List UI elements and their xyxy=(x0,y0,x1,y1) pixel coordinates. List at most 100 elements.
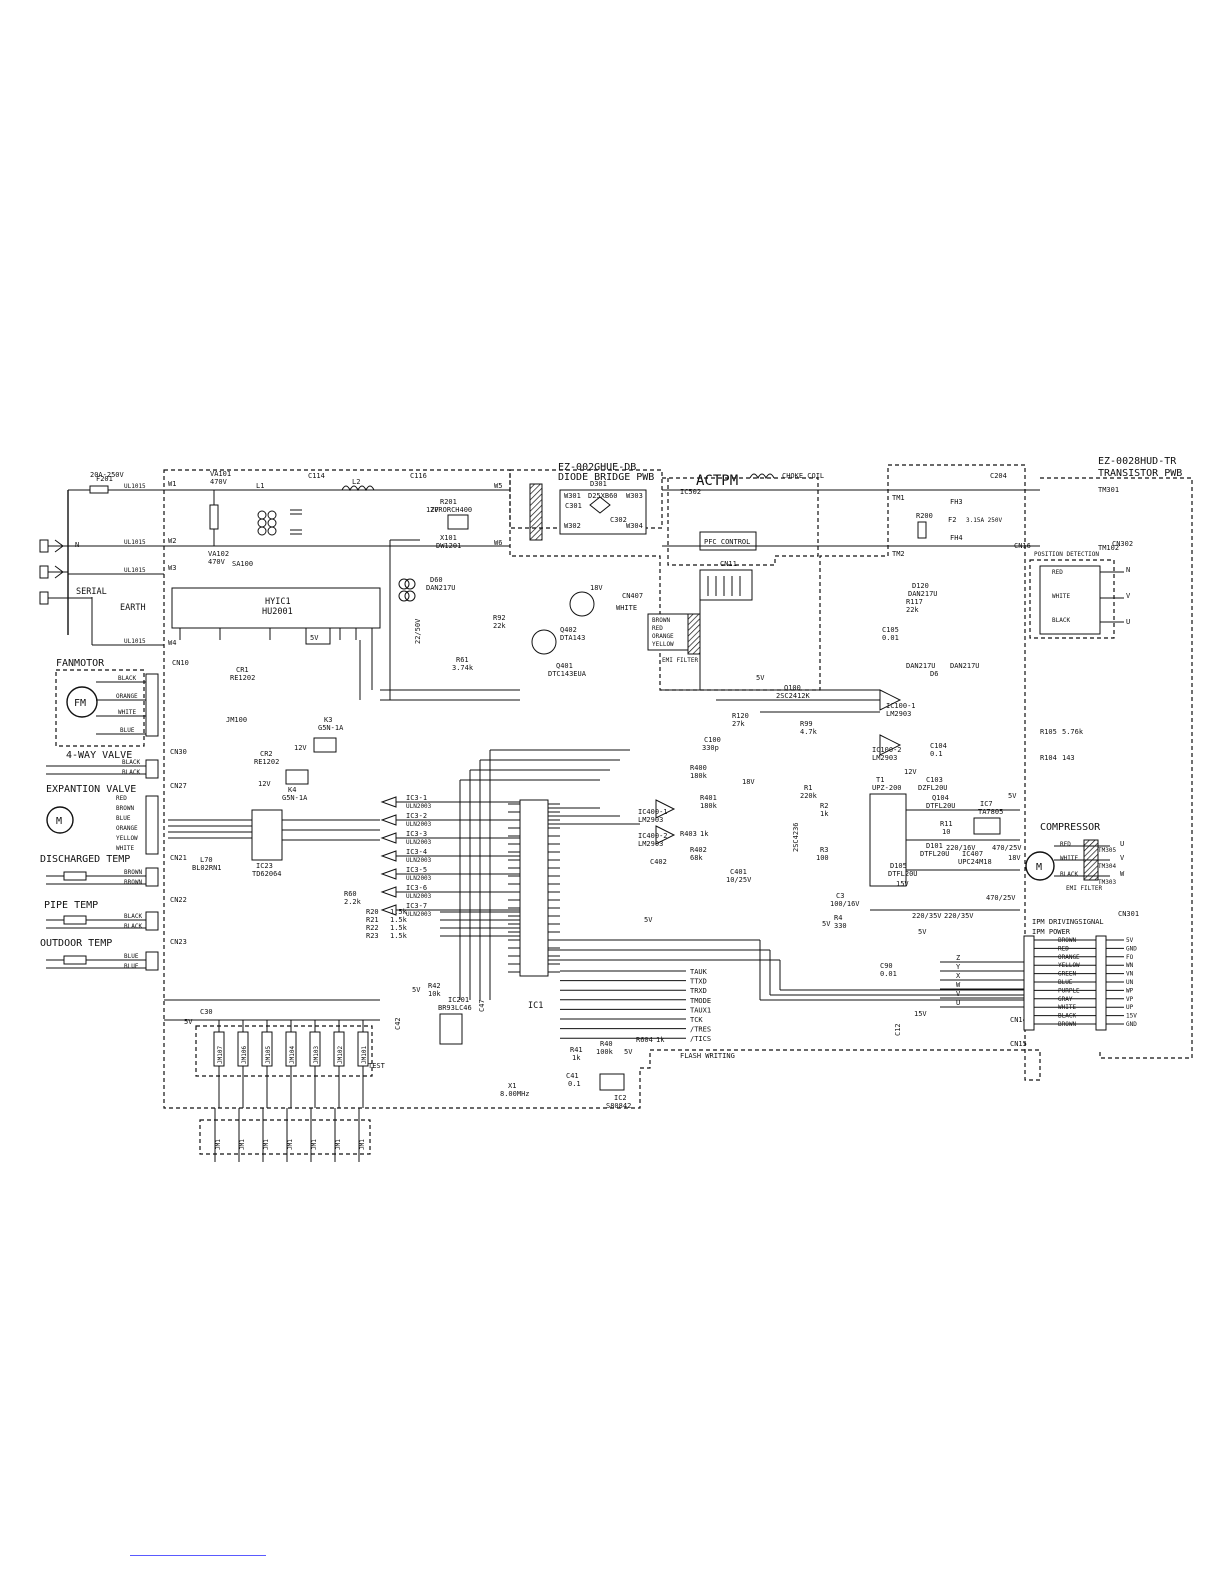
power-supply: T1 UPZ-200 R1 220k R2 1k R3 100 C3 100/1… xyxy=(792,768,1022,930)
ic23-label: IC23 xyxy=(256,862,273,870)
page-footer-link-underline[interactable] xyxy=(130,1555,266,1556)
w5-label: W5 xyxy=(494,482,502,490)
c42-label: C42 xyxy=(394,1017,402,1030)
l1-label: L1 xyxy=(256,482,264,490)
ic400-18v: 18V xyxy=(742,778,755,786)
r117-value: 22k xyxy=(906,606,919,614)
w4-label: W4 xyxy=(168,639,176,647)
comp-wire-2: BLACK xyxy=(1060,871,1078,878)
va102-value: 470V xyxy=(208,558,226,566)
exp-wire-5: WHITE xyxy=(116,845,134,852)
bottom-jumper-6: JM1 xyxy=(359,1139,366,1150)
r403-value: 1k xyxy=(700,830,709,838)
r120-label: R120 xyxy=(732,712,749,720)
c90-label: C90 xyxy=(880,962,893,970)
c6-value: 220/16V xyxy=(946,844,976,852)
ic3-part-2: ULN2003 xyxy=(406,839,432,846)
cn14-pin-5: U xyxy=(956,999,960,1007)
ic3-label-3: IC3-4 xyxy=(406,848,427,856)
dis-wire-0: BROWN xyxy=(124,869,142,876)
ic201-5v: 5V xyxy=(412,986,421,994)
c105-value: 0.01 xyxy=(882,634,899,642)
c104-value: 0.1 xyxy=(930,750,943,758)
d301-value: D25XB60 xyxy=(588,492,618,500)
hyic1-block: HYIC1 HU2001 5V xyxy=(171,587,381,645)
bottom-jumper-5: JM1 xyxy=(335,1139,342,1150)
k4-value: G5N-1A xyxy=(282,794,308,802)
r20-value: 1.5k xyxy=(390,908,408,916)
flash-signal-6: /TRES xyxy=(690,1026,711,1034)
cn301-pin-2: FO xyxy=(1126,954,1134,961)
f2-value: 3.15A 250V xyxy=(966,517,1003,524)
v12-top: 12V xyxy=(426,506,439,514)
compressor-m: M xyxy=(1036,862,1042,873)
r61-label: R61 xyxy=(456,656,469,664)
exp-wire-1: BROWN xyxy=(116,805,134,812)
ic400-2-label: IC400-2 xyxy=(638,832,668,840)
ipm-power-label: IPM POWER xyxy=(1032,928,1071,936)
w1-ul-label: UL1015 xyxy=(124,483,146,490)
cn407-label: CN407 xyxy=(622,592,643,600)
r42-label: R42 xyxy=(428,982,441,990)
fan-wire-3: BLUE xyxy=(120,727,135,734)
k4-label: K4 xyxy=(288,786,296,794)
transistor-title-2: TRANSISTOR PWB xyxy=(1098,468,1182,479)
k3-label: K3 xyxy=(324,716,332,724)
d101-label: D101 xyxy=(926,842,943,850)
exp-wire-2: BLUE xyxy=(116,815,131,822)
x1-value: 8.00MHz xyxy=(500,1090,530,1098)
diode-bridge-title-1: EZ-002GHUE-DB xyxy=(558,462,636,473)
bottom-jumper-1: JM1 xyxy=(239,1139,246,1150)
k4-12v: 12V xyxy=(258,780,271,788)
r40-value: 100k xyxy=(596,1048,614,1056)
jumper-4: JM103 xyxy=(313,1046,320,1064)
ic2-label: IC2 xyxy=(614,1094,627,1102)
exp-wire-4: YELLOW xyxy=(116,835,138,842)
cn15-label: CN15 xyxy=(1010,1040,1027,1048)
cr1-value: RE1202 xyxy=(230,674,255,682)
w6-label: W6 xyxy=(494,539,502,547)
fan-motor-icon xyxy=(66,686,98,718)
l2-label: L2 xyxy=(352,478,360,486)
tm102-label: TM102 xyxy=(1098,544,1119,552)
ipm-driving-label: IPM DRIVINGSIGNAL xyxy=(1032,918,1104,926)
c401-value: 10/25V xyxy=(726,876,752,884)
flash-signal-3: TMODE xyxy=(690,997,711,1005)
cn11-label: CN11 xyxy=(720,560,737,568)
r401-value: 180k xyxy=(700,802,718,810)
d120-area: D120 DAN217U R117 22k C105 0.01 D6 DAN21… xyxy=(872,582,980,762)
q100-5v: 5V xyxy=(756,674,765,682)
jumper-6: JM101 xyxy=(361,1046,368,1064)
actpm-board: IC502 PFC CONTROL CHOKE COIL CN11 xyxy=(662,472,830,601)
sa100-label: SA100 xyxy=(232,560,253,568)
expantion-m: M xyxy=(56,816,62,827)
board-titles: EZ-002GHUE-DB DIODE BRIDGE PWB ACTPM EZ-… xyxy=(558,456,1182,489)
ic3-label-5: IC3-6 xyxy=(406,884,427,892)
r42-value: 10k xyxy=(428,990,441,998)
ic3-drivers: IC3-1ULN2003IC3-2ULN2003IC3-3ULN2003IC3-… xyxy=(380,794,520,918)
c3-label: C3 xyxy=(836,892,844,900)
hyic1-value: HU2001 xyxy=(262,607,293,617)
cn14-pin-0: Z xyxy=(956,954,960,962)
d60-label: D60 xyxy=(430,576,443,584)
cn407-section: CN407 WHITE BROWN RED ORANGE YELLOW Q402… xyxy=(531,584,701,678)
fan-wire-0: BLACK xyxy=(118,675,136,682)
cr2-value: RE1202 xyxy=(254,758,279,766)
r21-value: 1.5k xyxy=(390,916,408,924)
c114-label: C114 xyxy=(308,472,325,480)
w3-ul-label: UL1015 xyxy=(124,567,146,574)
q401-value: DTC143EUA xyxy=(548,670,587,678)
c110-value: 470/25V xyxy=(986,894,1016,902)
cn302-label: CN302 xyxy=(1112,540,1133,548)
ac-filter: VA101 470V VA102 470V SA100 L1 C114 L2 C… xyxy=(164,470,510,568)
ic3-label-1: IC3-2 xyxy=(406,812,427,820)
f201-value: 20A-250V xyxy=(90,471,125,479)
ic201-value: BR93LC46 xyxy=(438,1004,472,1012)
pos-pin-0: N xyxy=(1126,566,1130,574)
c3-value: 100/16V xyxy=(830,900,860,908)
r1-value: 220k xyxy=(800,792,818,800)
c90-5v-2: 5V xyxy=(822,920,831,928)
ic3-label-0: IC3-1 xyxy=(406,794,427,802)
flash-signal-1: TTXD xyxy=(690,978,707,986)
